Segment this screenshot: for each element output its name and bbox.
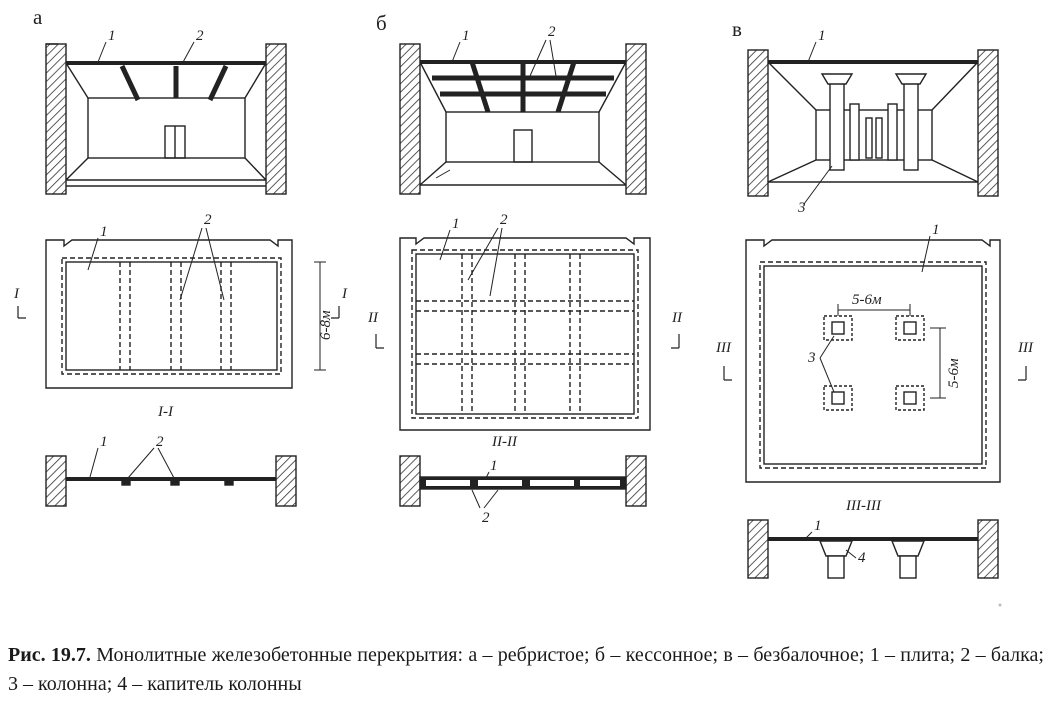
panel-b-section: II-II 1 2 [399, 434, 647, 526]
panel-b-letter: б [376, 11, 387, 35]
section-mark-right: II [671, 310, 683, 326]
figure-caption: Рис. 19.7. Монолитные железобетонные пер… [8, 641, 1044, 699]
callout-slab-label: 1 [108, 28, 116, 44]
plan-callout-beam: 2 [500, 212, 508, 228]
section-callout-slab: 1 [100, 434, 108, 450]
section-title: I-I [157, 404, 174, 420]
panel-b: б 1 2 [367, 11, 683, 526]
panel-b-plan-labels: 1 2 II II [367, 212, 683, 326]
callout-beam-label: 2 [548, 24, 556, 40]
panel-v-letter: в [732, 17, 742, 41]
plan-callout-beam: 2 [204, 212, 212, 228]
plan-callout-column: 3 [807, 350, 816, 366]
panel-a: а 1 2 [13, 5, 348, 507]
panel-b-perspective [399, 43, 647, 195]
panel-a-perspective [45, 43, 287, 195]
plan-callout-slab: 1 [100, 224, 108, 240]
panel-v: в 1 3 [715, 17, 1034, 579]
panel-v-perspective [747, 49, 999, 197]
plan-dimension-vertical: 5-6м [946, 358, 962, 388]
section-callout-beam: 2 [156, 434, 164, 450]
panel-b-perspective-callouts: 1 2 [451, 24, 557, 77]
panel-v-plan [723, 239, 1027, 483]
section-callout-capital: 4 [858, 550, 866, 566]
section-callout-slab: 1 [490, 458, 498, 474]
section-callout-beam: 2 [482, 510, 490, 526]
plan-callout-slab: 1 [452, 216, 460, 232]
panel-a-perspective-callouts: 1 2 [97, 28, 204, 65]
panel-a-plan [17, 239, 340, 389]
panel-a-section: I-I 1 2 [45, 404, 297, 507]
section-mark-left: III [715, 340, 732, 356]
section-mark-left: I [13, 286, 20, 302]
panel-a-plan-labels: 1 2 6-8м I I [13, 212, 348, 340]
callout-beam-label: 2 [196, 28, 204, 44]
callout-slab-label: 1 [818, 28, 826, 44]
section-title: III-III [845, 498, 882, 514]
section-title: II-II [491, 434, 518, 450]
section-mark-right: III [1017, 340, 1034, 356]
panel-a-letter: а [33, 5, 43, 29]
figure-drawing: а 1 2 [13, 5, 1034, 607]
callout-column-label: 3 [797, 200, 806, 216]
section-mark-right: I [341, 286, 348, 302]
section-mark-left: II [367, 310, 379, 326]
caption-label: Рис. 19.7. [8, 644, 91, 666]
panel-v-section: III-III 1 4 [747, 498, 999, 579]
panel-v-plan-labels: 1 5-6м 5-6м 3 III III [715, 222, 1034, 388]
caption-text: Монолитные железобетонные перекрытия: а … [8, 644, 1044, 695]
section-callout-slab: 1 [814, 518, 822, 534]
plan-dimension-horizontal: 5-6м [852, 292, 882, 308]
plan-callout-slab: 1 [932, 222, 940, 238]
callout-slab-label: 1 [462, 28, 470, 44]
panel-b-plan [375, 237, 680, 431]
panel-v-perspective-callouts: 1 3 [797, 28, 833, 216]
plan-dimension: 6-8м [318, 310, 334, 340]
